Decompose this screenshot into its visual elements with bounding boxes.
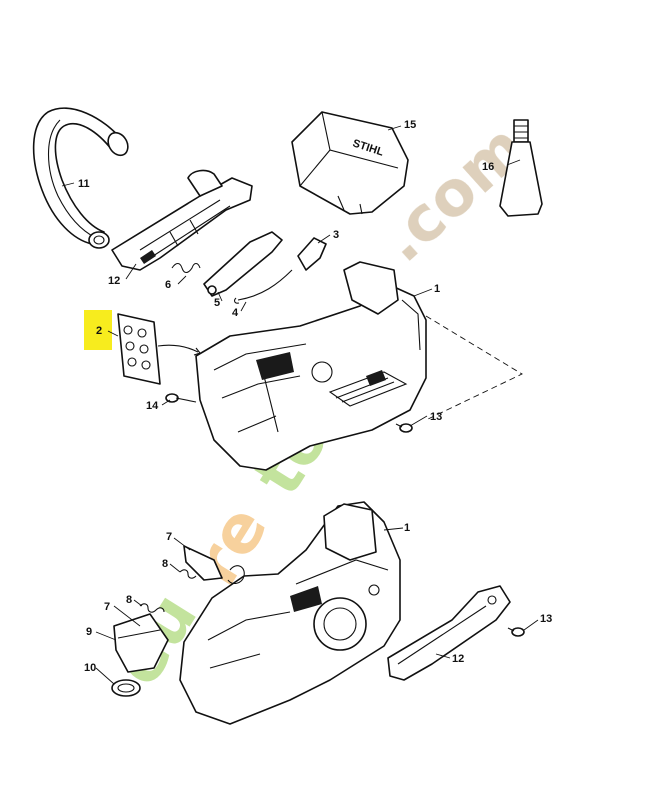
label-4: 4 <box>232 307 239 319</box>
trigger-part <box>203 231 283 297</box>
label-14: 14 <box>146 400 159 412</box>
label-13-bottom: 13 <box>540 613 552 625</box>
label-10: 10 <box>84 662 96 674</box>
label-11: 11 <box>78 178 90 190</box>
rear-handle-top <box>111 169 253 271</box>
spring-part <box>234 269 293 304</box>
label-8-bottom: 8 <box>126 594 132 606</box>
housing-bottom <box>179 501 401 725</box>
label-6: 6 <box>165 279 171 291</box>
label-5: 5 <box>214 297 220 309</box>
pin-part <box>297 237 327 271</box>
part-numbers: 11 12 6 5 4 3 15 16 1 2 14 13 1 7 8 8 7 … <box>78 119 552 674</box>
label-8-top: 8 <box>162 558 168 570</box>
decal-label <box>84 310 201 385</box>
handlebar <box>32 107 129 249</box>
label-7-bottom: 7 <box>104 601 110 613</box>
ring-bottom <box>111 679 141 697</box>
label-3: 3 <box>333 229 339 241</box>
label-12-bottom: 12 <box>452 653 464 665</box>
label-2: 2 <box>96 325 102 337</box>
label-1-bottom: 1 <box>404 522 410 534</box>
label-12-top: 12 <box>108 275 120 287</box>
label-13-top: 13 <box>430 411 442 423</box>
label-9: 9 <box>86 626 92 638</box>
pin-bottom <box>183 545 245 585</box>
plate-bottom <box>113 613 169 673</box>
rear-handle-bottom <box>387 585 511 681</box>
label-15: 15 <box>404 119 416 131</box>
cover: STIHL <box>291 111 409 215</box>
screw-right-bottom <box>507 627 525 637</box>
spring-bottom-lower <box>139 603 165 613</box>
screw-left <box>165 393 197 403</box>
label-7-top: 7 <box>166 531 172 543</box>
spring-bottom-upper <box>179 569 197 579</box>
screw-right-top <box>395 423 413 433</box>
label-1-top: 1 <box>434 283 440 295</box>
lever-part <box>171 262 201 274</box>
housing-top <box>195 261 427 471</box>
grease-tube <box>499 119 543 217</box>
decal-highlight <box>84 310 112 350</box>
label-16: 16 <box>482 161 494 173</box>
